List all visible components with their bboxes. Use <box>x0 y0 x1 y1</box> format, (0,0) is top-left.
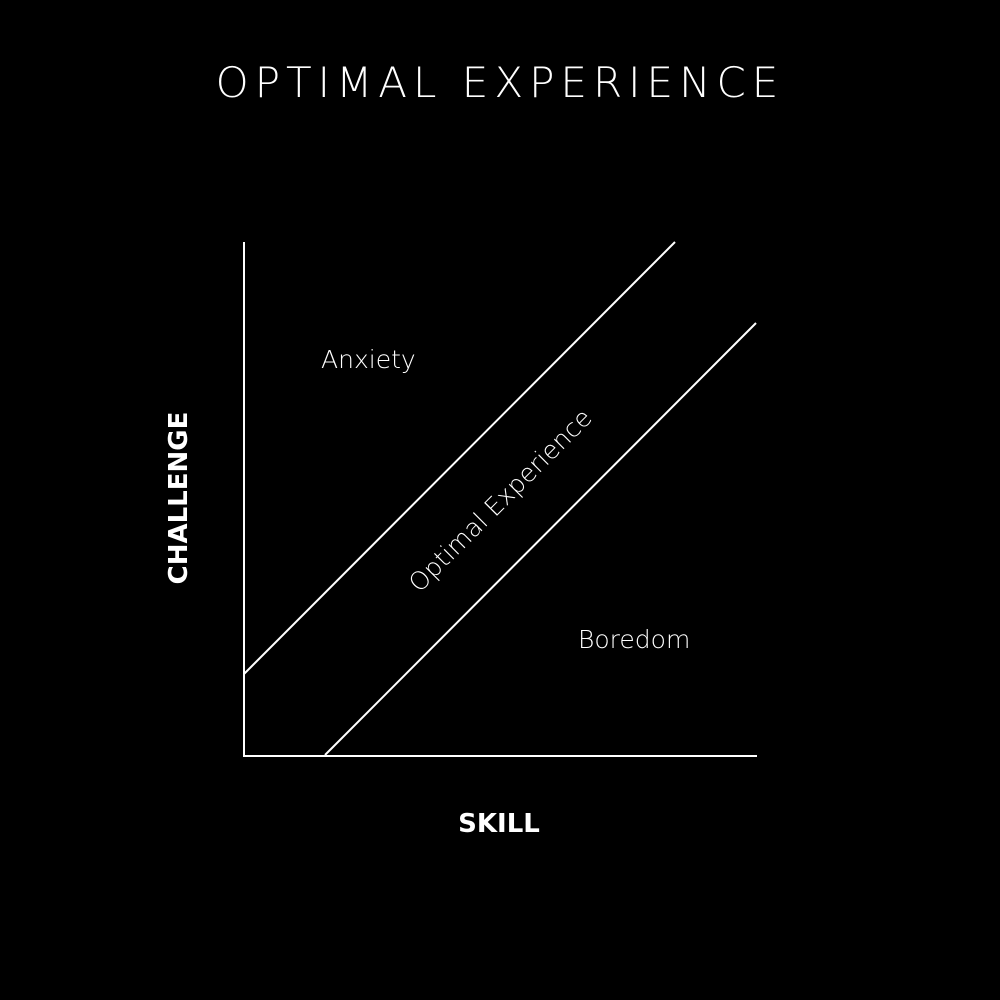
page-title: OPTIMAL EXPERIENCE <box>215 58 785 107</box>
anxiety-label: Anxiety <box>321 345 416 374</box>
y-axis-label: CHALLENGE <box>164 412 194 585</box>
band-upper-line <box>243 241 676 675</box>
x-axis-label: SKILL <box>458 809 540 839</box>
optimal-experience-label: Optimal Experience <box>403 403 598 598</box>
band-lower-line <box>324 322 757 756</box>
boredom-label: Boredom <box>578 625 690 654</box>
